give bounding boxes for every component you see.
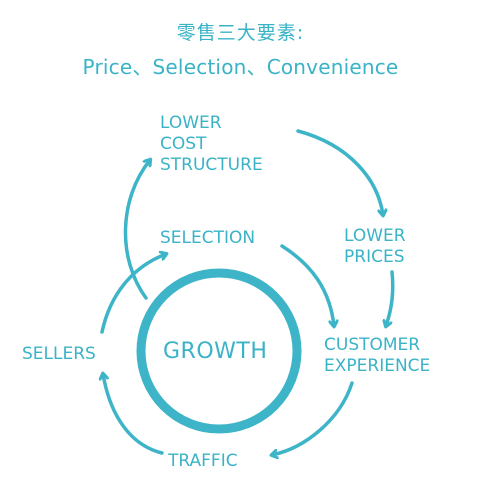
growth-label: GROWTH bbox=[163, 339, 268, 364]
arrow-cost-to-prices bbox=[296, 129, 383, 215]
arrow-sellers-to-selection bbox=[100, 254, 166, 334]
node-lower-cost-structure-line: COST bbox=[160, 134, 207, 154]
node-sellers: SELLERS bbox=[22, 344, 96, 364]
node-lower-cost-structure-line: LOWER bbox=[160, 113, 222, 133]
node-traffic: TRAFFIC bbox=[168, 451, 238, 471]
node-customer-experience-line: CUSTOMER bbox=[324, 335, 421, 355]
node-customer-experience-line: EXPERIENCE bbox=[324, 356, 431, 376]
arrow-selection-to-experience bbox=[280, 244, 334, 326]
node-lower-prices-line: PRICES bbox=[344, 247, 405, 267]
growth-ring bbox=[136, 268, 302, 434]
node-lower-cost-structure: LOWER COST STRUCTURE bbox=[160, 113, 263, 176]
node-lower-prices: LOWER PRICES bbox=[344, 226, 406, 268]
arrow-growth-to-cost bbox=[123, 160, 150, 300]
arrow-prices-to-experience bbox=[386, 270, 395, 326]
node-lower-prices-line: LOWER bbox=[344, 226, 406, 246]
node-customer-experience: CUSTOMER EXPERIENCE bbox=[324, 335, 430, 377]
title-english: Price、Selection、Convenience bbox=[82, 55, 399, 79]
title-chinese: 零售三大要素: bbox=[176, 22, 305, 44]
node-selection: SELECTION bbox=[160, 228, 256, 248]
node-lower-cost-structure-line: STRUCTURE bbox=[160, 155, 263, 175]
arrow-experience-to-traffic bbox=[272, 381, 354, 455]
arrow-traffic-to-sellers bbox=[103, 374, 164, 455]
